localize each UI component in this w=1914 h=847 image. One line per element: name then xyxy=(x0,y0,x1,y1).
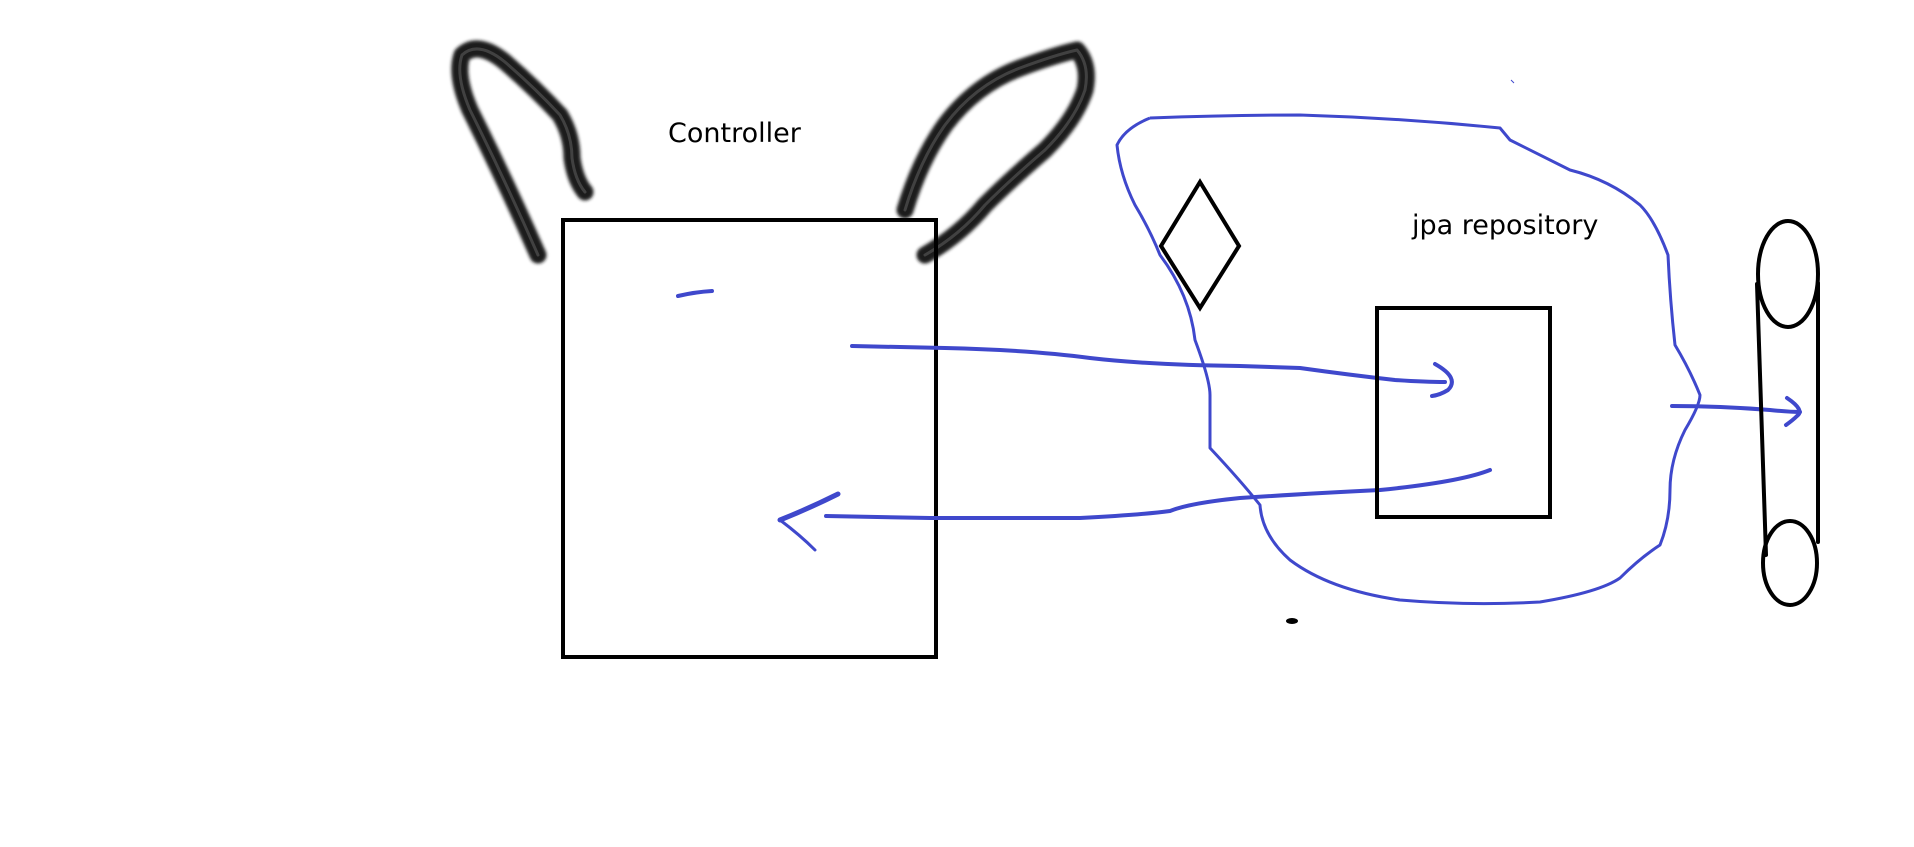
response-arrow xyxy=(777,468,1492,552)
request-arrow xyxy=(850,344,1454,398)
jpa-repository-box xyxy=(1375,306,1552,519)
black-dot xyxy=(1286,618,1298,624)
database-icon xyxy=(1755,219,1820,607)
jpa-repository-label: jpa repository xyxy=(1412,210,1599,241)
blue-dash-mark xyxy=(676,289,714,298)
controller-label: Controller xyxy=(668,118,801,149)
repository-boundary-blob xyxy=(1115,113,1702,606)
speck-mark xyxy=(1510,79,1515,84)
right-ear-stroke xyxy=(896,41,1095,264)
controller-box xyxy=(561,218,938,659)
database-arrow xyxy=(1670,396,1802,427)
diamond-shape xyxy=(1158,178,1242,312)
left-ear-stroke xyxy=(451,40,594,264)
